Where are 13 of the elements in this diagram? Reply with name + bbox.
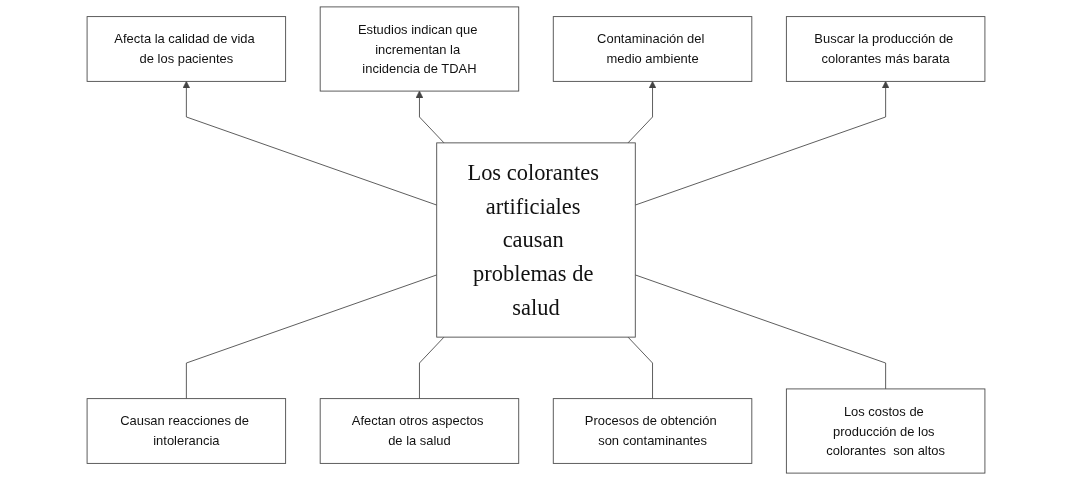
- node-box: Afecta la calidad de vida de los pacientes: [86, 16, 287, 82]
- node-box: Procesos de obtención son contaminantes: [552, 398, 753, 464]
- node-box: Buscar la producción de colorantes más barata: [785, 16, 986, 82]
- node-box: Contaminación del medio ambiente: [552, 16, 753, 82]
- node-box: Los costos de producción de los colorantes son altos: [785, 388, 986, 474]
- node-box: Estudios indican que incrementan la incidencia de TDAH: [319, 6, 520, 92]
- connector: [634, 274, 887, 390]
- connector: [627, 336, 653, 400]
- connector: [185, 274, 438, 400]
- node-box: Afectan otros aspectos de la salud: [319, 398, 520, 464]
- node-box: Causan reacciones de intolerancia: [86, 398, 287, 464]
- connector: [419, 336, 445, 400]
- node-box: Los colorantes artificiales causan problemas de salud: [436, 142, 636, 338]
